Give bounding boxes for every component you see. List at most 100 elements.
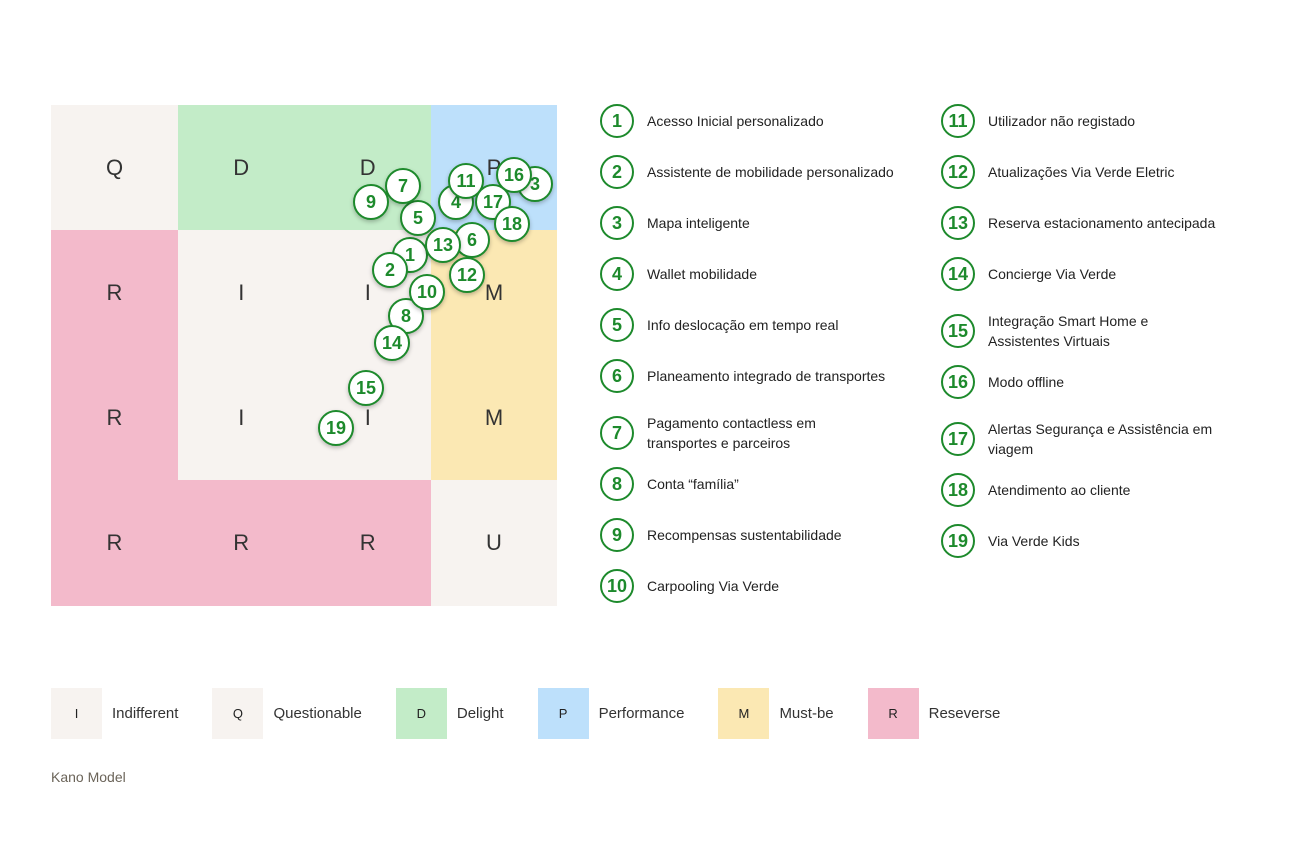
- feature-marker[interactable]: 12: [449, 257, 485, 293]
- grid-cell-label: D: [359, 154, 376, 180]
- key-label: Delight: [456, 705, 504, 722]
- legend-number: 2: [600, 155, 634, 189]
- legend-label: Wallet mobilidade: [647, 266, 757, 282]
- grid-cell-label: U: [486, 530, 502, 555]
- legend-number: 8: [600, 467, 634, 501]
- feature-marker[interactable]: 19: [318, 410, 354, 446]
- legend-number: 16: [941, 365, 975, 399]
- key-swatch: Q: [212, 688, 264, 739]
- grid-cell-label: R: [233, 530, 250, 555]
- grid-cell-questionable: Q: [51, 105, 178, 230]
- legend-label: Modo offline: [988, 374, 1065, 390]
- grid-cell-label: M: [484, 404, 504, 430]
- grid-cell-label: D: [233, 154, 250, 180]
- key-item-indifferent: I Indifferent: [51, 688, 178, 739]
- feature-marker[interactable]: 7: [385, 168, 421, 204]
- legend-label: Carpooling Via Verde: [647, 578, 780, 594]
- legend-label: Assistente de mobilidade personalizado: [647, 164, 894, 180]
- legend-item: 6 Planeamento integrado de transportes: [600, 359, 885, 393]
- legend-label: Via Verde Kids: [988, 533, 1080, 549]
- legend-item: 19 Via Verde Kids: [941, 524, 1080, 558]
- key-swatch: I: [51, 688, 102, 739]
- key-item-questionable: Q Questionable: [212, 688, 362, 739]
- legend-number: 1: [600, 104, 634, 138]
- legend-item: 18 Atendimento ao cliente: [941, 473, 1130, 507]
- legend-number: 6: [600, 359, 634, 393]
- legend-label: Reserva estacionamento antecipada: [988, 215, 1216, 231]
- key-item-must-be: M Must-be: [718, 688, 834, 739]
- grid-cell-reverse: R R: [178, 480, 431, 606]
- legend-item: 12 Atualizações Via Verde Eletric: [941, 155, 1175, 189]
- grid-cell-label: R: [359, 530, 376, 555]
- kano-grid: Q D D P R I I M R I I M R R R U: [51, 105, 557, 606]
- key-label: Indifferent: [112, 705, 179, 722]
- legend-label: Atualizações Via Verde Eletric: [988, 164, 1175, 180]
- grid-cell-label: M: [484, 279, 504, 305]
- legend-label: Pagamento contactless em transportes e p…: [647, 415, 816, 451]
- legend-label: Integração Smart Home e Assistentes Virt…: [988, 313, 1149, 349]
- feature-marker[interactable]: 13: [425, 227, 461, 263]
- legend-number: 19: [941, 524, 975, 558]
- key-label: Questionable: [273, 705, 362, 722]
- key-label: Performance: [598, 705, 685, 722]
- feature-marker[interactable]: 5: [400, 200, 436, 236]
- key-swatch: M: [718, 688, 770, 739]
- grid-cell-label: I: [364, 404, 371, 430]
- key-item-reverse: R Reseverse: [867, 688, 1001, 739]
- legend-number: 15: [941, 314, 975, 348]
- legend-number: 12: [941, 155, 975, 189]
- legend-item: 11 Utilizador não registado: [941, 104, 1135, 138]
- legend-label: Conta “família”: [647, 476, 739, 492]
- legend-item: 16 Modo offline: [941, 365, 1064, 399]
- feature-marker[interactable]: 14: [374, 325, 410, 361]
- grid-cell-indifferent: I I: [178, 355, 431, 480]
- grid-cell-uncertain: U: [431, 480, 557, 606]
- legend-label: Planeamento integrado de transportes: [647, 368, 886, 384]
- grid-cell-label: R: [106, 279, 123, 305]
- legend-label: Mapa inteligente: [647, 215, 750, 231]
- legend-item: 4 Wallet mobilidade: [600, 257, 757, 291]
- legend-label: Atendimento ao cliente: [988, 482, 1131, 498]
- feature-marker[interactable]: 15: [348, 370, 384, 406]
- legend-label: Acesso Inicial personalizado: [647, 113, 824, 129]
- legend-label: Utilizador não registado: [988, 113, 1136, 129]
- key-label: Must-be: [779, 705, 834, 722]
- legend-label: Recompensas sustentabilidade: [647, 527, 842, 543]
- legend-label: Info deslocação em tempo real: [647, 317, 839, 333]
- feature-marker[interactable]: 18: [494, 206, 530, 242]
- key-swatch: P: [537, 688, 589, 739]
- legend-number: 9: [600, 518, 634, 552]
- grid-cell-delight: D D: [178, 105, 431, 230]
- key-swatch: D: [395, 688, 447, 739]
- legend-item: 15 Integração Smart Home e Assistentes V…: [941, 311, 1208, 351]
- legend-number: 10: [600, 569, 634, 603]
- legend-item: 8 Conta “família”: [600, 467, 739, 501]
- feature-marker[interactable]: 9: [353, 184, 389, 220]
- legend-item: 14 Concierge Via Verde: [941, 257, 1116, 291]
- figure-caption: Kano Model: [51, 769, 126, 785]
- grid-cell-label: I: [364, 279, 371, 305]
- legend-number: 3: [600, 206, 634, 240]
- legend-label: Concierge Via Verde: [988, 266, 1117, 282]
- legend-number: 4: [600, 257, 634, 291]
- key-label: Reseverse: [928, 705, 1001, 722]
- grid-cell-label: I: [238, 279, 245, 305]
- grid-cell-label: R: [106, 404, 123, 430]
- legend-item: 13 Reserva estacionamento antecipada: [941, 206, 1215, 240]
- legend-item: 7 Pagamento contactless em transportes e…: [600, 413, 877, 453]
- legend-number: 14: [941, 257, 975, 291]
- legend-item: 10 Carpooling Via Verde: [600, 569, 779, 603]
- legend-number: 18: [941, 473, 975, 507]
- key-swatch: R: [867, 688, 919, 739]
- legend-number: 13: [941, 206, 975, 240]
- grid-cell-must-be: M: [431, 355, 557, 480]
- legend-item: 3 Mapa inteligente: [600, 206, 750, 240]
- feature-marker[interactable]: 10: [409, 274, 445, 310]
- legend-number: 17: [941, 422, 975, 456]
- legend-item: 9 Recompensas sustentabilidade: [600, 518, 842, 552]
- grid-cell-reverse: R: [51, 480, 178, 606]
- legend-item: 1 Acesso Inicial personalizado: [600, 104, 824, 138]
- feature-marker[interactable]: 2: [372, 252, 408, 288]
- key-item-delight: D Delight: [395, 688, 504, 739]
- grid-cell-label: R: [106, 530, 123, 555]
